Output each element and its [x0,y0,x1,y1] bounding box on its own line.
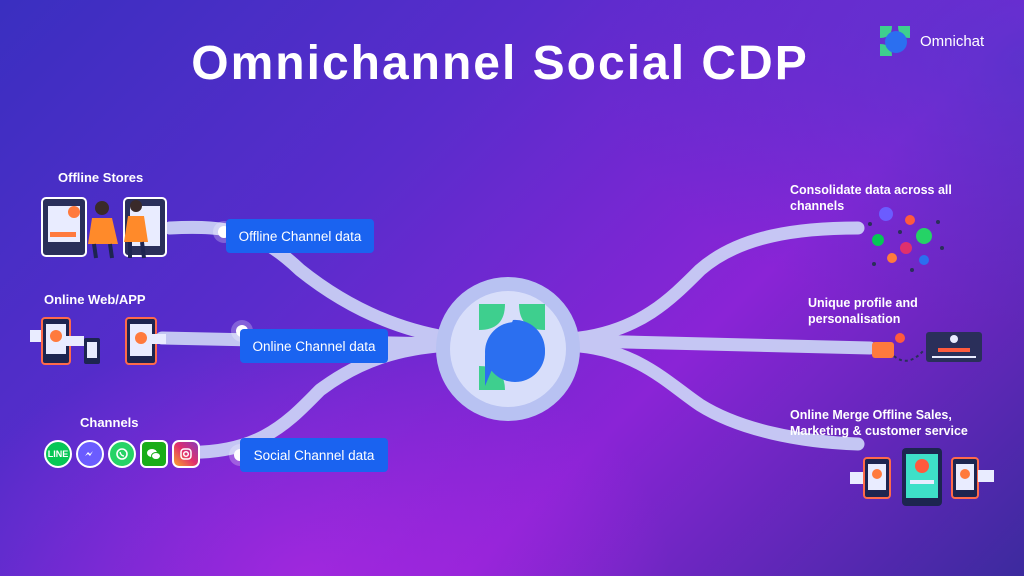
unique-profile-label: Unique profile and personalisation [808,296,918,326]
channels-label: Channels [80,415,139,430]
consolidate-data-label: Consolidate data across all channels [790,183,952,213]
profile-personalisation-illustration [872,332,982,362]
online-channel-data-box: Online Channel data [240,329,388,363]
whatsapp-icon [108,440,136,468]
social-icons-row: LINE [44,440,200,468]
channels-network-illustration [868,207,944,272]
wechat-icon [140,440,168,468]
online-channel-data-label: Online Channel data [252,338,376,354]
messenger-icon [76,440,104,468]
social-channel-data-label: Social Channel data [253,447,375,463]
online-merge-offline-label: Online Merge Offline Sales, Marketing & … [790,408,968,438]
merge-sales-illustration [850,448,994,506]
brand-name: Omnichat [920,32,985,50]
online-web-app-illustration [30,317,166,365]
omnichat-hub-logo-icon [479,304,545,390]
offline-channel-data-label: Offline Channel data [238,228,362,244]
connector-consolidate [573,221,865,345]
connector-social [173,338,457,459]
omnichat-logo-icon [880,26,910,56]
offline-channel-data-box: Offline Channel data [226,219,374,253]
instagram-icon [172,440,200,468]
brand: Omnichat [878,24,984,58]
online-web-app-label: Online Web/APP [44,292,146,307]
offline-store-illustration [41,197,167,259]
social-channel-data-box: Social Channel data [240,438,388,472]
central-hub [436,277,580,421]
page-title: Omnichannel Social CDP [191,37,809,90]
offline-stores-label: Offline Stores [58,170,144,185]
connector-profile [578,334,877,355]
line-icon: LINE [44,440,72,468]
connector-merge [573,339,865,451]
